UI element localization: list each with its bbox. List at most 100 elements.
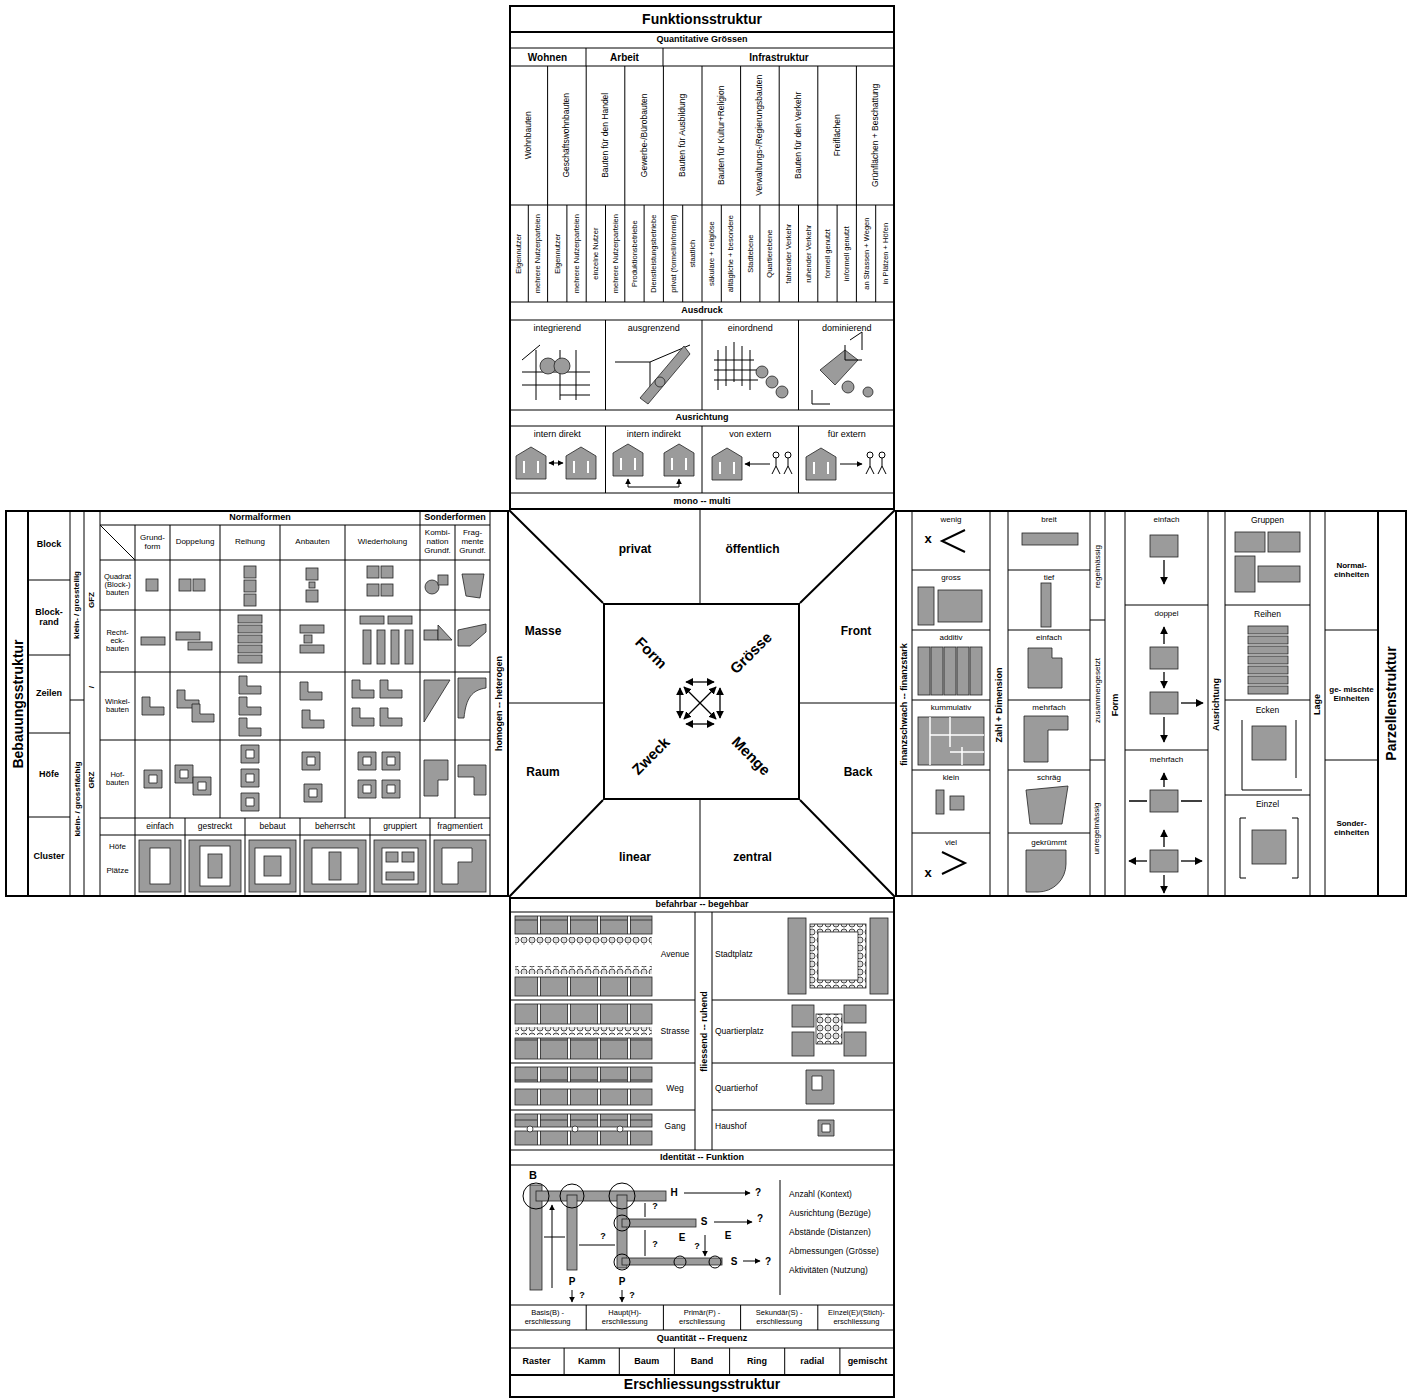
expression-sketch-part (640, 346, 690, 404)
label-text: schräg (1008, 772, 1090, 785)
grid-lines-part (135, 818, 430, 897)
parcel-pictograms-part (1150, 790, 1178, 812)
building-pictograms-part (386, 872, 414, 880)
label-text: ? (755, 1211, 765, 1225)
label-text: H (668, 1185, 680, 1199)
building-pictograms-part (241, 793, 259, 811)
expression-sketch-part (714, 342, 758, 390)
parcel-pictograms-part (1235, 556, 1255, 592)
label-text: Primär(P) - erschliessung (663, 1305, 740, 1330)
panel-title: Erschliessungsstruktur (511, 1373, 893, 1396)
building-pictograms-part (380, 708, 402, 726)
access-diagram-part (614, 1254, 630, 1270)
label-text: Gewerbe-/Bürobauten (625, 66, 664, 205)
building-pictograms-part (141, 637, 165, 645)
label-text: Normal- einheiten (1325, 512, 1378, 630)
label-text: Höfe (100, 840, 135, 854)
label-text: Wiederholung (345, 525, 420, 560)
building-pictograms-part (352, 680, 374, 698)
label-text: Weg (655, 1082, 695, 1096)
building-pictograms-part (302, 752, 320, 770)
label-text: Quartierhof (714, 1082, 786, 1096)
building-pictograms-part (142, 697, 164, 715)
label-text: ausgrenzend (606, 322, 703, 336)
label-text: Front (825, 615, 887, 649)
label-text: x (920, 864, 936, 882)
building-pictograms-part (434, 840, 486, 892)
label-text: additiv (912, 632, 990, 645)
label-text: homogen -- heterogen (490, 510, 509, 897)
parcel-pictograms-part (942, 852, 965, 874)
label-text: Dienstleistungsbetriebe (644, 205, 663, 302)
building-pictograms-part (238, 625, 262, 633)
access-diagram-part (544, 1203, 705, 1288)
street-pictograms-part (816, 1014, 842, 1044)
building-pictograms-part (402, 852, 414, 862)
access-diagram (523, 1183, 760, 1302)
center-square: FormGrösseZweckMenge (603, 603, 800, 800)
label-text: Ausrichtung (509, 410, 895, 426)
parcel-pictograms-part (936, 790, 944, 814)
label-text: mono -- multi (509, 493, 895, 510)
parcel-pictograms-part (1248, 666, 1288, 674)
grid-lines-part (528, 205, 875, 302)
parcel-pictograms-part (1028, 648, 1062, 688)
label-text: Recht- eck- bauten (100, 610, 135, 672)
parcel-pictograms-part (1150, 692, 1178, 714)
label-text: Aktivitäten (Nutzung) (788, 1264, 893, 1278)
building-pictograms-part (312, 848, 358, 884)
access-diagram-part (567, 1195, 577, 1270)
label-text: Infrastruktur (663, 48, 895, 66)
label-text: einzelne Nutzer (586, 205, 605, 302)
concept-word: Zweck (616, 721, 685, 790)
label-text: informell genutzt (837, 205, 856, 302)
street-pictograms-part (515, 1089, 652, 1105)
expression-sketch-part (863, 387, 873, 397)
building-pictograms-part (360, 616, 384, 624)
label-text: Baum (619, 1348, 674, 1375)
label-text: unregelmässig (1090, 760, 1105, 897)
label-text: Bauten für Ausbildung (663, 66, 702, 205)
building-pictograms-part (363, 630, 371, 664)
orientation-icons-part (549, 463, 563, 464)
label-text: P (616, 1274, 628, 1288)
building-pictograms-part (358, 752, 376, 770)
label-text: Höfe (28, 733, 70, 817)
label-text: Quantität -- Frequenz (509, 1330, 895, 1348)
label-text: Produktionsbetriebe (625, 205, 644, 302)
building-pictograms-part (405, 630, 413, 664)
building-pictograms-part (382, 780, 400, 798)
building-pictograms-part (424, 680, 450, 722)
parcel-pictograms-part (1248, 626, 1288, 634)
label-text: Ausrichtung (Bezüge) (788, 1207, 893, 1221)
street-pictograms-part (515, 1067, 652, 1082)
label-text: linear (585, 840, 685, 876)
building-pictograms-part (192, 704, 214, 722)
label-text: formell genutzt (818, 205, 837, 302)
building-pictograms-part (358, 780, 376, 798)
parcel-pictograms-part (1248, 636, 1288, 644)
street-pictograms-part (515, 1027, 652, 1035)
expression-sketch-part (820, 350, 858, 385)
building-pictograms-part (309, 582, 315, 588)
building-pictograms-part (249, 840, 296, 892)
parcel-pictograms-part (1248, 686, 1288, 694)
label-text: mehrere Nutzerparteien (567, 205, 586, 302)
center-arrows-part (686, 723, 714, 724)
street-pictograms-part (572, 1126, 578, 1132)
label-text: Quartierplatz (714, 1025, 786, 1039)
building-pictograms (139, 566, 486, 892)
label-text: Strasse (655, 1025, 695, 1039)
street-pictograms-part (527, 1126, 533, 1132)
label-text: Haushof (714, 1120, 786, 1134)
orientation-icons-part (628, 479, 679, 487)
building-pictograms-part (377, 630, 385, 664)
building-pictograms-part (391, 630, 399, 664)
concept-word: Grösse (716, 618, 785, 687)
building-pictograms-part (306, 590, 318, 602)
label-text: öffentlich (705, 530, 800, 570)
parcel-pictograms-part (1181, 702, 1203, 703)
building-pictograms-part (367, 584, 379, 596)
grid-lines-part (100, 510, 490, 835)
building-pictograms-part (238, 615, 262, 623)
